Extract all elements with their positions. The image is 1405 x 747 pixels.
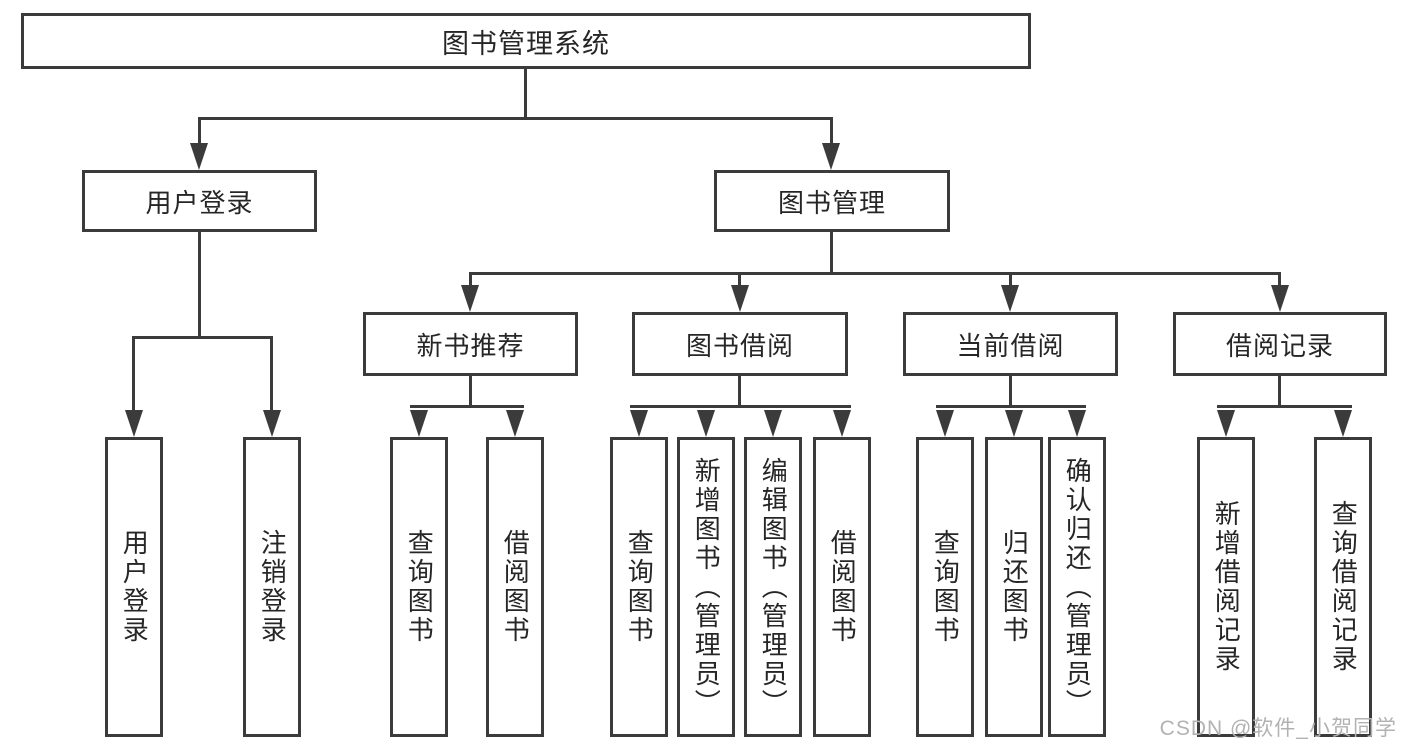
arrow-down-icon — [461, 285, 479, 312]
leaf-query-borrow-record: 查询借阅记录 — [1314, 437, 1372, 737]
connector-line — [738, 376, 741, 407]
leaf-query-books: 查询图书 — [610, 437, 668, 737]
arrow-down-icon — [630, 410, 648, 437]
arrow-down-icon — [1271, 285, 1289, 312]
node-label: 归还图书 — [999, 529, 1030, 645]
leaf-user-login: 用户登录 — [105, 437, 163, 737]
arrow-down-icon — [833, 410, 851, 437]
node-label: 借阅图书 — [827, 529, 858, 645]
node-current-borrowing: 当前借阅 — [903, 312, 1118, 376]
leaf-query-books: 查询图书 — [916, 437, 974, 737]
node-label: 查询图书 — [624, 529, 655, 645]
node-label: 用户登录 — [119, 529, 150, 645]
connector-line — [469, 272, 1281, 275]
connector-line — [936, 405, 1086, 408]
connector-line — [524, 69, 527, 120]
node-label: 新书推荐 — [416, 330, 525, 361]
leaf-confirm-return-admin: 确认归还（管理员） — [1048, 437, 1106, 737]
connector-line — [830, 232, 833, 275]
arrow-down-icon — [822, 143, 840, 170]
node-user-login: 用户登录 — [82, 170, 317, 232]
node-book-management: 图书管理 — [714, 170, 950, 232]
node-label: 当前借阅 — [956, 330, 1065, 361]
connector-line — [1278, 272, 1281, 287]
arrow-down-icon — [731, 285, 749, 312]
connector-line — [1278, 376, 1281, 407]
connector-line — [1009, 272, 1012, 287]
leaf-query-books: 查询图书 — [390, 437, 448, 737]
leaf-add-borrow-record: 新增借阅记录 — [1197, 437, 1255, 737]
arrow-down-icon — [1068, 410, 1086, 437]
node-label: 图书借阅 — [685, 330, 794, 361]
leaf-edit-books-admin: 编辑图书（管理员） — [744, 437, 802, 737]
arrow-down-icon — [506, 410, 524, 437]
leaf-return-books: 归还图书 — [985, 437, 1043, 737]
watermark: CSDN @软件_小贺同学 — [1159, 717, 1397, 740]
connector-line — [132, 336, 273, 339]
node-label: 图书管理 — [777, 187, 886, 218]
arrow-down-icon — [697, 410, 715, 437]
connector-line — [630, 405, 851, 408]
node-label: 借阅记录 — [1225, 330, 1334, 361]
node-label: 编辑图书（管理员） — [758, 456, 789, 718]
connector-line — [1217, 405, 1352, 408]
node-library-system: 图书管理系统 — [21, 13, 1031, 69]
connector-line — [270, 336, 273, 412]
arrow-down-icon — [1005, 410, 1023, 437]
arrow-down-icon — [125, 410, 143, 437]
node-label: 确认归还（管理员） — [1062, 456, 1093, 718]
node-label: 新增借阅记录 — [1211, 500, 1242, 674]
arrow-down-icon — [1001, 285, 1019, 312]
node-label: 查询图书 — [930, 529, 961, 645]
connector-line — [1009, 376, 1012, 407]
connector-line — [410, 405, 524, 408]
connector-line — [198, 232, 201, 339]
node-new-book-recommendation: 新书推荐 — [363, 312, 578, 376]
node-label: 借阅图书 — [500, 529, 531, 645]
node-label: 查询图书 — [404, 529, 435, 645]
node-label: 图书管理系统 — [442, 28, 610, 59]
leaf-borrow-books: 借阅图书 — [486, 437, 544, 737]
arrow-down-icon — [764, 410, 782, 437]
arrow-down-icon — [1217, 410, 1235, 437]
node-book-borrowing: 图书借阅 — [632, 312, 848, 376]
connector-line — [469, 376, 472, 407]
node-label: 查询借阅记录 — [1328, 500, 1359, 674]
arrow-down-icon — [936, 410, 954, 437]
arrow-down-icon — [1334, 410, 1352, 437]
arrow-down-icon — [190, 143, 208, 170]
connector-line — [132, 336, 135, 412]
node-borrowing-records: 借阅记录 — [1173, 312, 1387, 376]
connector-line — [830, 117, 833, 145]
arrow-down-icon — [263, 410, 281, 437]
node-label: 新增图书（管理员） — [691, 456, 722, 718]
arrow-down-icon — [410, 410, 428, 437]
leaf-add-books-admin: 新增图书（管理员） — [677, 437, 735, 737]
leaf-borrow-books: 借阅图书 — [813, 437, 871, 737]
node-label: 用户登录 — [145, 187, 254, 218]
connector-line — [738, 272, 741, 287]
connector-line — [198, 117, 832, 120]
connector-line — [469, 272, 472, 287]
node-label: 注销登录 — [257, 529, 288, 645]
leaf-logout: 注销登录 — [243, 437, 301, 737]
connector-line — [198, 117, 201, 145]
